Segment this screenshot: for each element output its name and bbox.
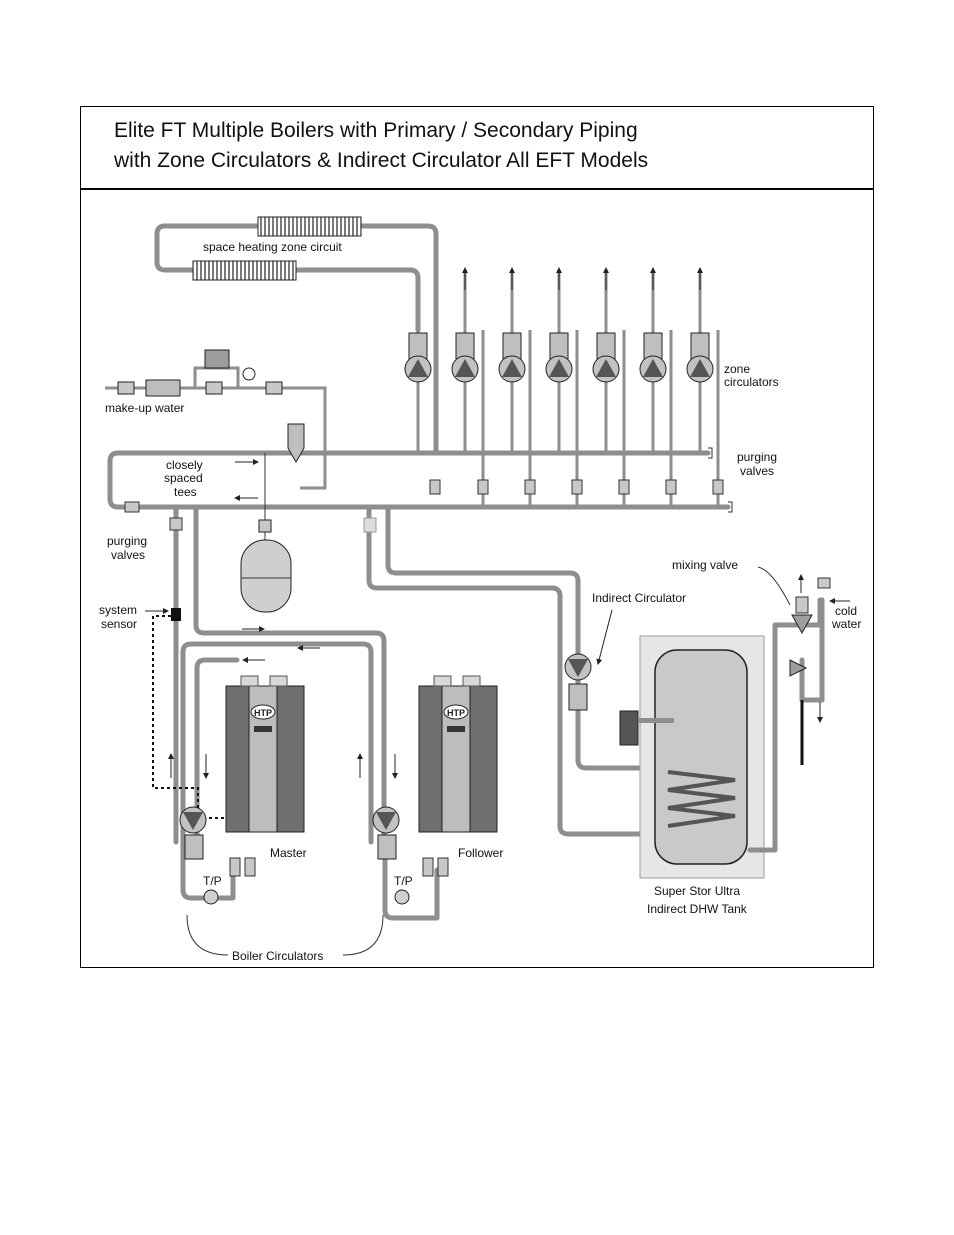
master-label: Master xyxy=(270,846,307,860)
indirect-circulator: Indirect Circulator xyxy=(564,591,686,711)
cold-water-label-1: cold xyxy=(835,604,857,618)
zone-branch xyxy=(498,267,536,507)
space-heating-zone-circuit: space heating zone circuit xyxy=(154,216,439,455)
boiler-circulators-label: Boiler Circulators xyxy=(232,949,323,963)
zone-branch xyxy=(451,267,489,507)
indirect-circulator-label: Indirect Circulator xyxy=(592,591,686,605)
title-box: Elite FT Multiple Boilers with Primary /… xyxy=(81,107,873,190)
tank-label-1: Super Stor Ultra xyxy=(654,884,740,898)
cold-water-label-2: water xyxy=(831,617,861,631)
closely-spaced-label-2: spaced xyxy=(164,471,203,485)
zone-circulators-label-1: zone xyxy=(724,362,750,376)
title-line-1: Elite FT Multiple Boilers with Primary /… xyxy=(114,119,638,142)
purging-valves-left-label-2: valves xyxy=(111,548,145,562)
zone-headers: closely spaced tees purging valves xyxy=(107,447,777,513)
master-boiler: HTP T/P Master xyxy=(179,675,307,905)
closely-spaced-label-1: closely xyxy=(166,458,203,472)
zone-branch xyxy=(545,267,583,507)
purging-valves-right-label-2: valves xyxy=(740,464,774,478)
zone-circulators-label-2: circulators xyxy=(724,375,779,389)
system-sensor: system sensor xyxy=(99,603,225,819)
zone-branch xyxy=(404,330,441,495)
title-line-2: with Zone Circulators & Indirect Circula… xyxy=(114,149,649,172)
expansion-tank xyxy=(240,453,292,613)
makeup-water-assembly: make-up water xyxy=(105,349,327,490)
follower-label: Follower xyxy=(458,846,503,860)
mixing-valve-label: mixing valve xyxy=(672,558,738,572)
diagram-frame: Elite FT Multiple Boilers with Primary /… xyxy=(80,106,874,968)
zone-branch xyxy=(639,267,677,507)
mixing-valve-assembly: mixing valve cold water xyxy=(672,558,861,853)
follower-htp-badge: HTP xyxy=(447,708,465,718)
baseboard-radiator-top xyxy=(257,216,362,237)
makeup-water-label: make-up water xyxy=(105,401,184,415)
zone-branch xyxy=(592,267,630,507)
zone-branch xyxy=(686,267,724,507)
baseboard-radiator-bottom xyxy=(192,260,297,281)
zone-branches: zone circulators xyxy=(404,267,779,507)
system-sensor-label-2: sensor xyxy=(101,617,137,631)
boiler-circulators-callout: Boiler Circulators xyxy=(186,914,384,963)
space-heating-label: space heating zone circuit xyxy=(203,240,342,254)
follower-tp-label: T/P xyxy=(394,874,413,888)
follower-boiler: HTP T/P Follower xyxy=(372,675,503,905)
tank-label-2: Indirect DHW Tank xyxy=(647,902,748,916)
purging-valves-right-label-1: purging xyxy=(737,450,777,464)
system-sensor-label-1: system xyxy=(99,603,137,617)
master-tp-label: T/P xyxy=(203,874,222,888)
purging-valves-left-label-1: purging xyxy=(107,534,147,548)
dhw-tank: Super Stor Ultra Indirect DHW Tank xyxy=(619,635,765,916)
closely-spaced-label-3: tees xyxy=(174,485,197,499)
master-htp-badge: HTP xyxy=(254,708,272,718)
primary-piping: purging valves xyxy=(107,501,653,921)
